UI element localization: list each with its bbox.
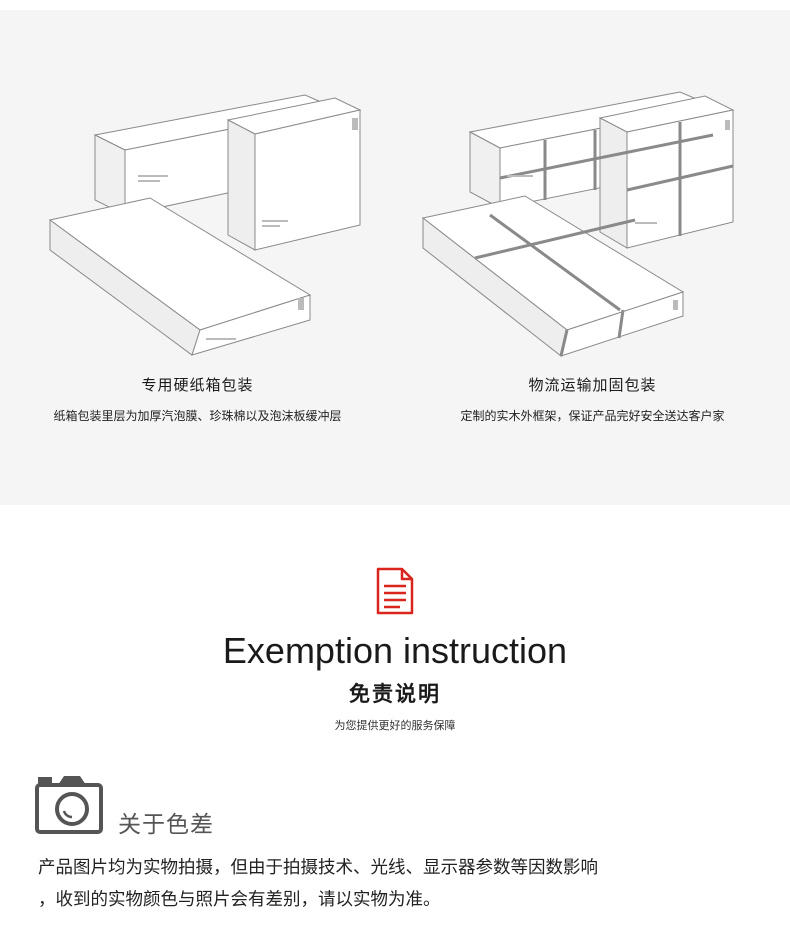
cardboard-boxes-illustration xyxy=(48,94,362,356)
cardboard-package-card: 专用硬纸箱包装 纸箱包装里层为加厚汽泡膜、珍珠棉以及泡沫板缓冲层 xyxy=(0,10,395,505)
exemption-subtitle: 为您提供更好的服务保障 xyxy=(334,719,456,732)
color-difference-heading: 关于色差 xyxy=(118,812,214,838)
package-title: 物流运输加固包装 xyxy=(528,376,657,394)
document-icon xyxy=(374,566,416,616)
package-description: 定制的实木外框架，保证产品完好安全送达客户家 xyxy=(460,409,725,423)
color-difference-line-1: 产品图片均为实物拍摄，但由于拍摄技术、光线、显示器参数等因数影响 xyxy=(38,858,598,878)
color-difference-text: 产品图片均为实物拍摄，但由于拍摄技术、光线、显示器参数等因数影响 ，收到的实物颜… xyxy=(38,852,760,916)
package-title: 专用硬纸箱包装 xyxy=(141,376,254,394)
packaging-panel: 专用硬纸箱包装 纸箱包装里层为加厚汽泡膜、珍珠棉以及泡沫板缓冲层 xyxy=(0,10,790,505)
exemption-title-cn: 免责说明 xyxy=(349,681,441,706)
exemption-title-en: Exemption instruction xyxy=(222,630,568,671)
wooden-crate-illustration xyxy=(421,91,735,357)
camera-icon xyxy=(34,773,104,835)
package-description: 纸箱包装里层为加厚汽泡膜、珍珠棉以及泡沫板缓冲层 xyxy=(53,409,342,423)
color-difference-line-2: ，收到的实物颜色与照片会有差别，请以实物为准。 xyxy=(38,890,441,910)
wooden-frame-package-card: 物流运输加固包装 定制的实木外框架，保证产品完好安全送达客户家 xyxy=(395,10,790,505)
